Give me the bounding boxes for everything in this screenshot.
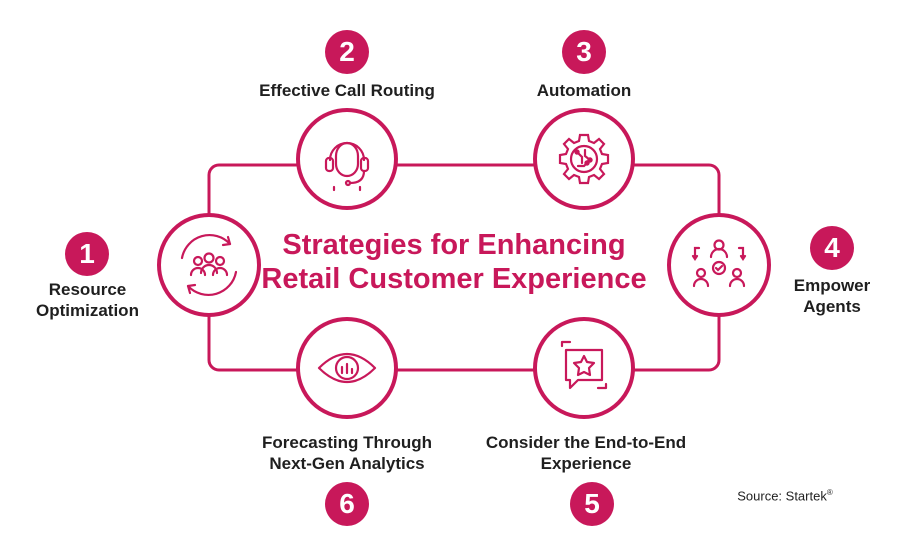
- strategy-label-2: Effective Call Routing: [237, 80, 457, 101]
- strategy-label-2-line-1: Effective Call Routing: [259, 81, 435, 100]
- strategy-label-3-line-1: Automation: [536, 81, 632, 100]
- star-chat-icon: [560, 340, 608, 390]
- strategy-label-5-line-1: Consider the End-to-End: [485, 433, 687, 452]
- strategy-circle-1: [157, 213, 261, 317]
- strategy-label-6-line-2: Next-Gen Analytics: [269, 454, 425, 473]
- step-badge-5: 5: [570, 482, 614, 526]
- strategy-label-1-line-2: Optimization: [36, 301, 139, 320]
- strategy-circle-5: [533, 317, 635, 419]
- diagram-title: Strategies for Enhancing Retail Customer…: [250, 228, 658, 296]
- source-credit: Source: Startek®: [690, 488, 880, 503]
- strategy-label-5: Consider the End-to-End Experience: [468, 432, 704, 474]
- strategy-label-3: Automation: [514, 80, 654, 101]
- strategy-label-4-line-1: Empower: [793, 276, 871, 295]
- strategy-label-6: Forecasting Through Next-Gen Analytics: [247, 432, 447, 474]
- strategy-circle-3: [533, 108, 635, 210]
- step-badge-4: 4: [810, 226, 854, 270]
- source-text: Source: Startek: [737, 488, 827, 504]
- people-cycle-icon: [180, 234, 238, 296]
- strategy-label-1-line-1: Resource: [48, 280, 127, 299]
- strategy-label-5-line-2: Experience: [540, 454, 632, 473]
- headset-agent-icon: [324, 141, 370, 192]
- strategy-circle-2: [296, 108, 398, 210]
- strategy-label-4: Empower Agents: [772, 275, 892, 317]
- step-badge-1: 1: [65, 232, 109, 276]
- title-line-1: Strategies for Enhancing: [282, 229, 626, 261]
- strategy-circle-4: [667, 213, 771, 317]
- strategy-circle-6: [296, 317, 398, 419]
- step-badge-3: 3: [562, 30, 606, 74]
- strategy-label-6-line-1: Forecasting Through: [262, 433, 432, 452]
- gear-circuit-icon: [558, 133, 610, 185]
- eye-analytics-icon: [317, 353, 377, 383]
- strategy-label-4-line-2: Agents: [803, 297, 861, 316]
- agents-network-icon: [691, 239, 747, 288]
- step-badge-6: 6: [325, 482, 369, 526]
- step-badge-2: 2: [325, 30, 369, 74]
- registered-mark: ®: [826, 488, 833, 497]
- strategy-label-1: Resource Optimization: [10, 279, 165, 321]
- title-line-2: Retail Customer Experience: [261, 263, 647, 295]
